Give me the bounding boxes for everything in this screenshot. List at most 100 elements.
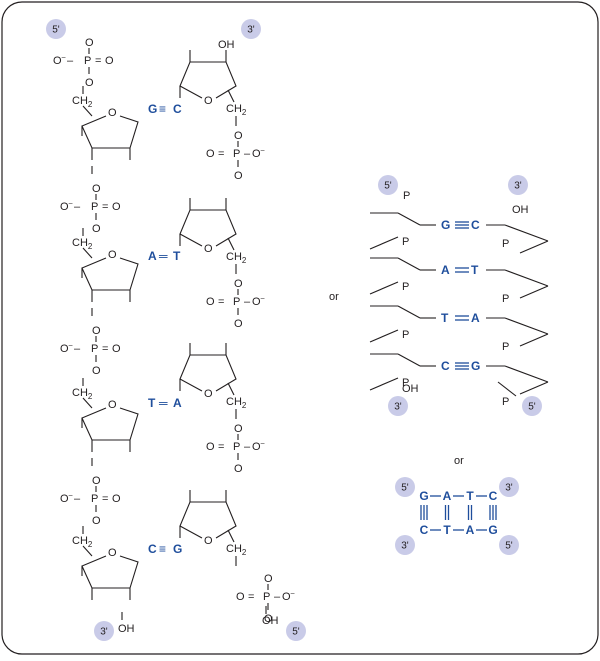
phosphate-oxygen: O bbox=[234, 463, 243, 475]
phosphate-oxygen: O bbox=[264, 613, 273, 625]
ladder-base-right: C bbox=[471, 218, 480, 232]
base-pair-2: A═T bbox=[148, 249, 181, 263]
phosphate-oxygen: O bbox=[234, 318, 243, 330]
phosphate-oxygen: O bbox=[85, 37, 94, 49]
deoxyribose-ring: O bbox=[81, 107, 139, 160]
ring-oxygen: O bbox=[108, 107, 117, 119]
phosphate-oxygen: O bbox=[234, 170, 243, 182]
phosphorus: P bbox=[233, 441, 240, 453]
ring-oxygen: O bbox=[204, 243, 213, 255]
pair-bond: ═ bbox=[158, 249, 168, 263]
ring-oxygen: O bbox=[108, 547, 117, 559]
double-bond: = bbox=[102, 201, 108, 213]
bond-line bbox=[497, 381, 517, 397]
short-top-base: A bbox=[443, 489, 452, 503]
deoxyribose-ring: O bbox=[81, 399, 139, 452]
pair-bond: ≡ bbox=[159, 102, 166, 116]
hydroxyl-bottom-right: OH bbox=[262, 615, 279, 627]
base-right: C bbox=[173, 102, 182, 116]
strand-line bbox=[504, 269, 549, 287]
ring-bonds bbox=[81, 257, 139, 291]
short-three-prime-bottom: 3' bbox=[401, 541, 409, 552]
strand-line bbox=[397, 257, 421, 271]
five-prime-bottom-right: 5' bbox=[292, 627, 300, 638]
phosphate-oxygen: O bbox=[112, 343, 121, 355]
strand-line bbox=[504, 365, 549, 383]
phosphate-group: OO––P=OO bbox=[60, 325, 121, 377]
ladder-p: P bbox=[402, 281, 409, 293]
pair-bond: ≡ bbox=[159, 542, 166, 556]
strand-line bbox=[369, 281, 399, 295]
pair-bond: ═ bbox=[158, 396, 168, 410]
phosphate-oxygen: O bbox=[206, 148, 215, 160]
ladder-p-bottom: P bbox=[502, 396, 509, 408]
deoxyribose-ring: O bbox=[179, 198, 237, 255]
ladder-five-prime-bottom: 5' bbox=[528, 402, 536, 413]
strand-line bbox=[397, 212, 421, 226]
ladder-base-left: G bbox=[441, 218, 450, 232]
bond-line bbox=[227, 89, 235, 103]
phosphate-oxygen: O bbox=[92, 183, 101, 195]
short-top-base: T bbox=[466, 489, 474, 503]
ladder-p: P bbox=[502, 341, 509, 353]
phosphorus: P bbox=[91, 493, 98, 505]
or-label-1: or bbox=[329, 291, 339, 303]
strand-line bbox=[397, 353, 421, 367]
three-prime-bottom-left-badge bbox=[94, 621, 114, 641]
short-three-prime-bottom-badge bbox=[395, 535, 415, 555]
ladder-p: P bbox=[402, 236, 409, 248]
base-right: T bbox=[173, 249, 181, 263]
ladder-p: P bbox=[402, 329, 409, 341]
bond-dash: – bbox=[74, 201, 81, 213]
bond-line bbox=[227, 529, 235, 543]
base-pair-1: G≡ C bbox=[148, 102, 182, 116]
short-bottom-base: G bbox=[488, 523, 497, 537]
five-prime-top-left-badge bbox=[46, 19, 66, 39]
deoxyribose-ring: O bbox=[81, 249, 139, 302]
short-three-prime-top-badge bbox=[499, 477, 519, 497]
ch2-right: CH2 bbox=[226, 103, 247, 117]
ladder-oh-top: OH bbox=[512, 204, 529, 216]
short-bottom-base: C bbox=[420, 523, 429, 537]
phosphate-oxygen: O bbox=[92, 515, 101, 527]
phosphate-oxygen: O bbox=[236, 591, 245, 603]
phosphate-group: OO––P=OO bbox=[60, 475, 121, 527]
double-bond: = bbox=[218, 441, 224, 453]
bond-line bbox=[82, 397, 93, 409]
short-five-prime-top: 5' bbox=[401, 483, 409, 494]
phosphate-group: OO=P–O–O bbox=[206, 278, 265, 330]
strand-line bbox=[519, 381, 549, 395]
base-left: G bbox=[148, 102, 157, 116]
ring-oxygen: O bbox=[108, 249, 117, 261]
ch2-right: CH2 bbox=[226, 396, 247, 410]
bond-dash: – bbox=[67, 55, 74, 67]
short-bottom-base: T bbox=[443, 523, 451, 537]
phosphate-oxygen: O bbox=[92, 365, 101, 377]
ladder-p: P bbox=[502, 293, 509, 305]
deoxyribose-ring: O bbox=[179, 490, 237, 547]
phosphate-oxygen: O bbox=[234, 423, 243, 435]
five-prime-bottom-right-badge bbox=[286, 621, 306, 641]
double-bond: = bbox=[248, 591, 254, 603]
hydroxyl-bottom-left: OH bbox=[118, 623, 135, 635]
bond-line bbox=[82, 105, 93, 117]
ladder-rung-1: G C P P bbox=[369, 212, 549, 254]
ladder-p: P bbox=[502, 238, 509, 250]
phosphate-group: OO––P=OO bbox=[60, 183, 121, 235]
short-top-base: G bbox=[419, 489, 428, 503]
base-right: A bbox=[173, 396, 182, 410]
phosphorus: P bbox=[233, 296, 240, 308]
phosphorus: P bbox=[91, 343, 98, 355]
hydroxyl-top: OH bbox=[218, 39, 235, 51]
phosphate-oxygen: O bbox=[85, 77, 94, 89]
short-three-prime-top: 3' bbox=[505, 483, 513, 494]
ring-oxygen: O bbox=[108, 399, 117, 411]
ring-oxygen: O bbox=[204, 95, 213, 107]
phosphate-oxygen: O bbox=[234, 278, 243, 290]
ring-bonds bbox=[179, 354, 237, 392]
